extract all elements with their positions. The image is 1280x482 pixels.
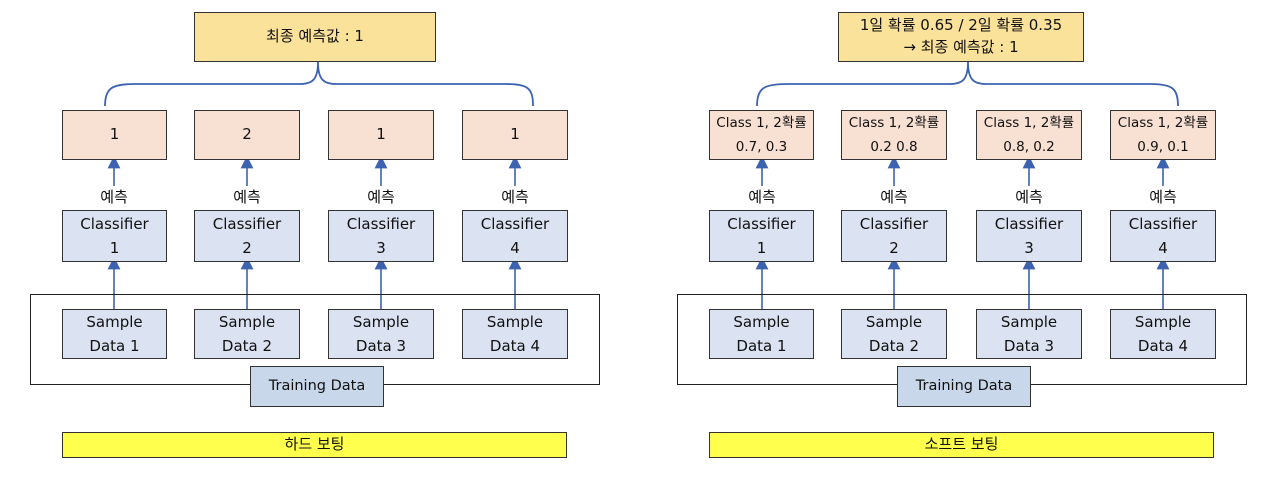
soft-classifier-3: Classifier 3 xyxy=(976,210,1082,262)
prediction-line2: 0.8, 0.2 xyxy=(1003,139,1055,155)
prediction-line1: Class 1, 2확률 xyxy=(848,114,940,131)
hard-classifier-1: Classifier 1 xyxy=(62,210,167,262)
soft-prediction-1: Class 1, 2확률 0.7, 0.3 xyxy=(709,110,814,160)
soft-prediction-3: Class 1, 2확률 0.8, 0.2 xyxy=(976,110,1082,160)
sample-line2: Data 3 xyxy=(355,337,407,355)
classifier-number: 1 xyxy=(756,239,767,257)
sample-line2: Data 4 xyxy=(1137,337,1189,355)
classifier-number: 2 xyxy=(889,239,899,257)
soft-sample-3: Sample Data 3 xyxy=(976,309,1082,359)
sample-line1: Sample xyxy=(218,313,276,331)
classifier-number: 2 xyxy=(242,239,252,257)
hard-prediction-3: 1 xyxy=(328,110,434,160)
classifier-number: 4 xyxy=(510,239,520,257)
sample-line2: Data 2 xyxy=(868,337,920,355)
prediction-line1: Class 1, 2확률 xyxy=(1117,114,1209,131)
prediction-line1: Class 1, 2확률 xyxy=(983,114,1075,131)
classifier-number: 1 xyxy=(109,239,120,257)
hard-training-data: Training Data xyxy=(250,366,384,407)
hard-predict-label-3: 예측 xyxy=(367,188,395,206)
classifier-number: 3 xyxy=(1024,239,1034,257)
soft-training-data: Training Data xyxy=(897,366,1031,407)
soft-classifier-4: Classifier 4 xyxy=(1110,210,1216,262)
hard-classifier-4: Classifier 4 xyxy=(462,210,568,262)
hard-predict-label-2: 예측 xyxy=(233,188,261,206)
sample-line1: Sample xyxy=(865,313,923,331)
sample-line1: Sample xyxy=(486,313,544,331)
sample-line1: Sample xyxy=(352,313,410,331)
caption-text: 하드 보팅 xyxy=(284,435,345,454)
prediction-line2: 0.9, 0.1 xyxy=(1137,139,1189,155)
classifier-name: Classifier xyxy=(859,215,929,233)
prediction-value: 1 xyxy=(376,125,386,144)
hard-sample-2: Sample Data 2 xyxy=(194,309,300,359)
hard-predict-label-4: 예측 xyxy=(501,188,529,206)
sample-line1: Sample xyxy=(1000,313,1058,331)
soft-voting-caption: 소프트 보팅 xyxy=(709,432,1214,458)
hard-sample-4: Sample Data 4 xyxy=(462,309,568,359)
soft-final-line1: 1일 확률 0.65 / 2일 확률 0.35 xyxy=(859,16,1063,35)
prediction-value: 1 xyxy=(109,125,120,144)
classifier-name: Classifier xyxy=(212,215,282,233)
soft-prediction-2: Class 1, 2확률 0.2 0.8 xyxy=(841,110,947,160)
hard-predict-label-1: 예측 xyxy=(100,188,128,206)
prediction-line2: 0.2 0.8 xyxy=(870,139,918,155)
sample-line2: Data 1 xyxy=(89,337,140,355)
soft-classifier-2: Classifier 2 xyxy=(841,210,947,262)
hard-classifier-3: Classifier 3 xyxy=(328,210,434,262)
hard-voting-caption: 하드 보팅 xyxy=(62,432,567,458)
hard-final-text: 최종 예측값 : 1 xyxy=(266,27,364,46)
soft-classifier-1: Classifier 1 xyxy=(709,210,814,262)
sample-line2: Data 1 xyxy=(736,337,787,355)
caption-text: 소프트 보팅 xyxy=(924,435,999,454)
classifier-name: Classifier xyxy=(480,215,550,233)
soft-final-line2: → 최종 예측값 : 1 xyxy=(903,38,1019,56)
sample-line1: Sample xyxy=(733,313,790,331)
soft-predict-label-1: 예측 xyxy=(748,188,776,206)
training-label: Training Data xyxy=(915,377,1013,394)
hard-prediction-2: 2 xyxy=(194,110,300,160)
prediction-line2: 0.7, 0.3 xyxy=(735,139,788,155)
classifier-name: Classifier xyxy=(727,215,796,233)
soft-final-result: 1일 확률 0.65 / 2일 확률 0.35 → 최종 예측값 : 1 xyxy=(838,12,1084,62)
classifier-name: Classifier xyxy=(80,215,149,233)
classifier-name: Classifier xyxy=(994,215,1064,233)
soft-predict-label-4: 예측 xyxy=(1149,188,1177,206)
classifier-name: Classifier xyxy=(1128,215,1198,233)
soft-predict-label-2: 예측 xyxy=(880,188,908,206)
soft-sample-2: Sample Data 2 xyxy=(841,309,947,359)
soft-sample-4: Sample Data 4 xyxy=(1110,309,1216,359)
classifier-name: Classifier xyxy=(346,215,416,233)
hard-prediction-4: 1 xyxy=(462,110,568,160)
soft-aggregation-brace xyxy=(756,61,1179,107)
prediction-value: 2 xyxy=(242,125,252,144)
prediction-value: 1 xyxy=(510,125,520,144)
hard-sample-3: Sample Data 3 xyxy=(328,309,434,359)
soft-predict-label-3: 예측 xyxy=(1015,188,1043,206)
training-label: Training Data xyxy=(268,377,366,394)
soft-sample-1: Sample Data 1 xyxy=(709,309,814,359)
sample-line2: Data 2 xyxy=(221,337,273,355)
classifier-number: 4 xyxy=(1158,239,1168,257)
sample-line1: Sample xyxy=(1134,313,1192,331)
classifier-number: 3 xyxy=(376,239,386,257)
hard-classifier-2: Classifier 2 xyxy=(194,210,300,262)
sample-line2: Data 3 xyxy=(1003,337,1055,355)
sample-line2: Data 4 xyxy=(489,337,541,355)
hard-prediction-1: 1 xyxy=(62,110,167,160)
hard-final-result: 최종 예측값 : 1 xyxy=(194,12,436,62)
sample-line1: Sample xyxy=(86,313,143,331)
prediction-line1: Class 1, 2확률 xyxy=(716,114,807,131)
soft-prediction-4: Class 1, 2확률 0.9, 0.1 xyxy=(1110,110,1216,160)
hard-aggregation-brace xyxy=(104,61,534,107)
hard-sample-1: Sample Data 1 xyxy=(62,309,167,359)
